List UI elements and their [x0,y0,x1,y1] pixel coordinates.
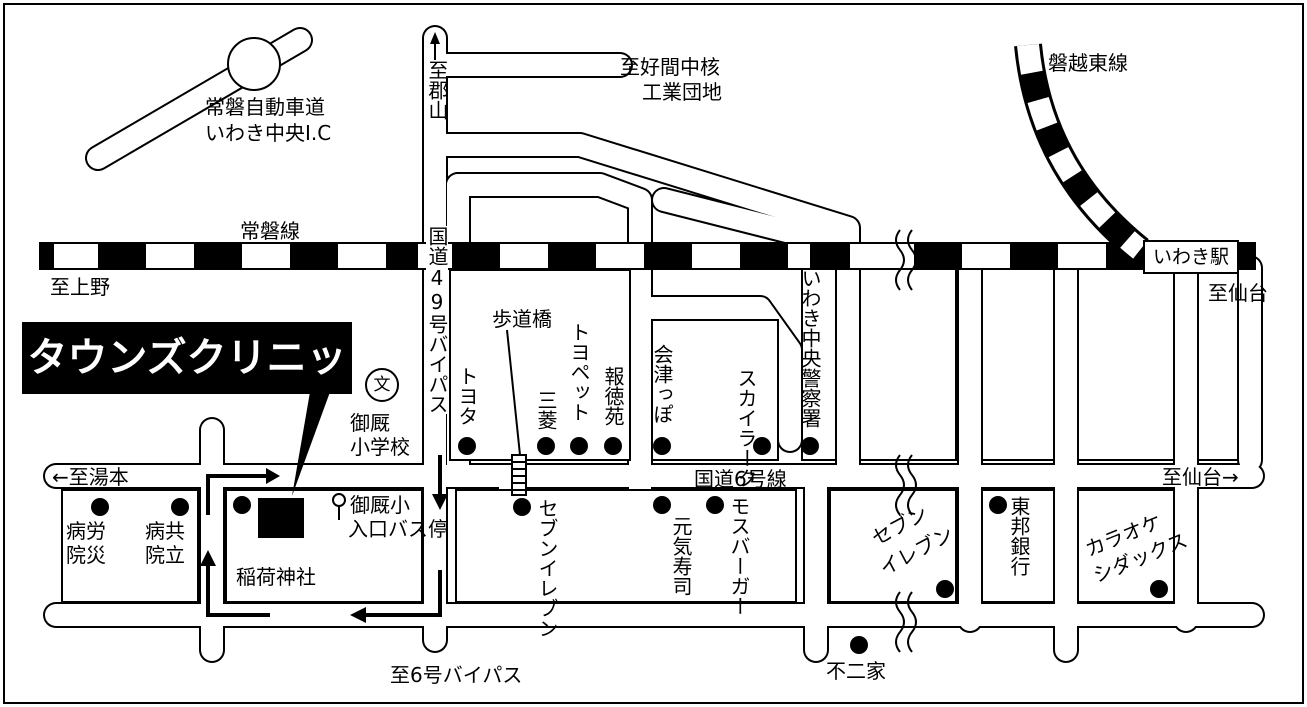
fujiya-dot [850,636,868,654]
footbridge-mark [506,329,527,496]
skylark-dot [753,437,771,455]
rosai-label-2: 院災 [66,543,106,567]
inari-label: 稲荷神社 [236,565,316,589]
banetsu-label: 磐越東線 [1048,51,1128,75]
karaoke-dot [1150,580,1168,598]
seven1-dot [513,498,531,516]
dir-industrial-1: 至好間中核 [620,55,720,79]
blocks [61,261,1239,603]
dir-ueno: 至上野 [50,275,110,299]
toyota-label: トヨタ [455,366,479,426]
toyopet-label: トヨペット [567,322,591,422]
kyoritsu-label-1: 病共 [145,519,185,543]
dir-sendai-top: 至仙台 [1208,281,1268,305]
joban-line [39,242,1256,270]
hotokuen-label: 報徳苑 [601,366,625,426]
dir-industrial-2: 工業団地 [642,80,722,104]
clinic-building [258,498,304,538]
break-marks [895,229,917,653]
toho-label: 東邦銀行 [1007,496,1031,576]
mos-dot [706,496,724,514]
rosai-dot [91,498,109,516]
expressway-label-1: 常磐自動車道 [205,95,325,119]
school-label-1: 御厩 [350,411,390,435]
genki-dot [653,496,671,514]
banner-pointer [292,392,330,496]
route-arrows [206,455,442,617]
expressway-label-2: いわき中央I.C [205,121,332,145]
dir-koriyama: 至郡山 [425,60,449,120]
rosai-label-1: 病労 [66,519,106,543]
toyopet-dot [570,437,588,455]
toho-dot [989,496,1007,514]
bus-stop-icon [332,493,346,520]
aizuppo-label: 会津っぽ [650,344,674,424]
mitsubishi-label: 三菱 [534,390,558,430]
seven1-label: セブンイレブン [535,498,559,638]
mitsubishi-dot [537,437,555,455]
expressway [85,27,313,171]
busstop-label-2: 入口バス停 [348,517,448,541]
route6-label: 国道6号線 [694,467,787,491]
busstop-label-1: 御厩小 [350,493,410,517]
dir-yumoto: ←至湯本 [52,465,129,489]
joban-label: 常磐線 [240,219,300,243]
dir-route6-bypass: 至6号バイパス [390,663,523,687]
school-label-2: 小学校 [350,435,410,459]
station-label: いわき駅 [1143,240,1239,274]
inari-dot [233,496,251,514]
clinic-banner: タウンズクリニック [22,322,352,453]
skylark-label: スカイラーク [734,368,758,488]
kyoritsu-dot [171,498,189,516]
route-arrowheads [200,468,448,623]
fujiya-label: 不二家 [826,659,886,683]
map-frame [3,3,1304,704]
genki-label: 元気寿司 [669,516,693,596]
hotokuen-dot [604,437,622,455]
school-icon: 文 [365,368,399,402]
north-arrow [430,32,440,44]
aizuppo-dot [653,437,671,455]
kyoritsu-label-2: 院立 [145,543,185,567]
route49-label: 国道49号バイパス [425,226,449,414]
mos-label: モスバーガー [727,496,751,616]
police-dot [801,437,819,455]
police-label: いわき中央警察署 [798,268,822,428]
footbridge-label: 歩道橋 [492,307,552,331]
seven2-dot [936,580,954,598]
banetsu-east-line [1014,43,1149,261]
dir-sendai-mid: 至仙台→ [1162,465,1239,489]
toyota-dot [458,437,476,455]
